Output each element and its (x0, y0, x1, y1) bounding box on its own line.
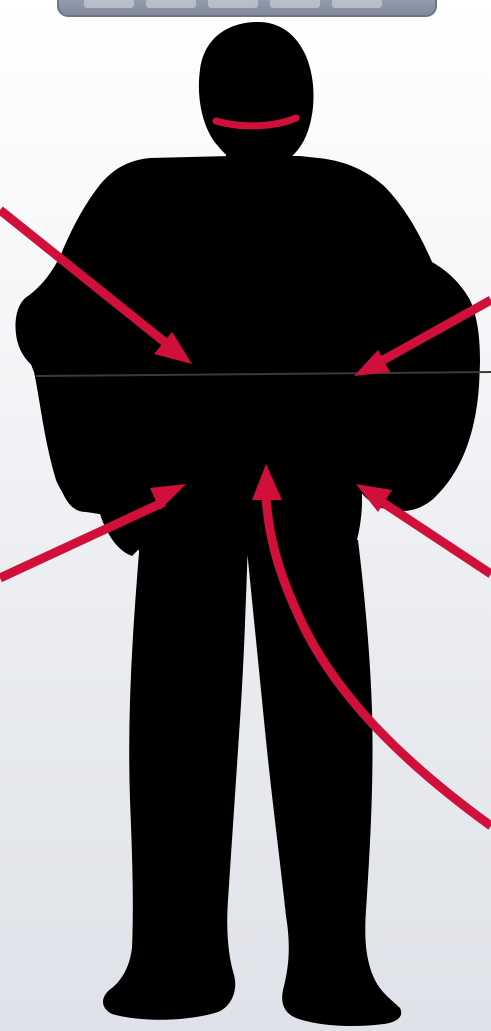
top-tab (58, 0, 436, 16)
silhouette-head (199, 22, 314, 166)
silhouette-left-leg (103, 540, 248, 1020)
silhouette-right-leg (246, 540, 401, 1026)
silhouette-hips (133, 372, 362, 556)
